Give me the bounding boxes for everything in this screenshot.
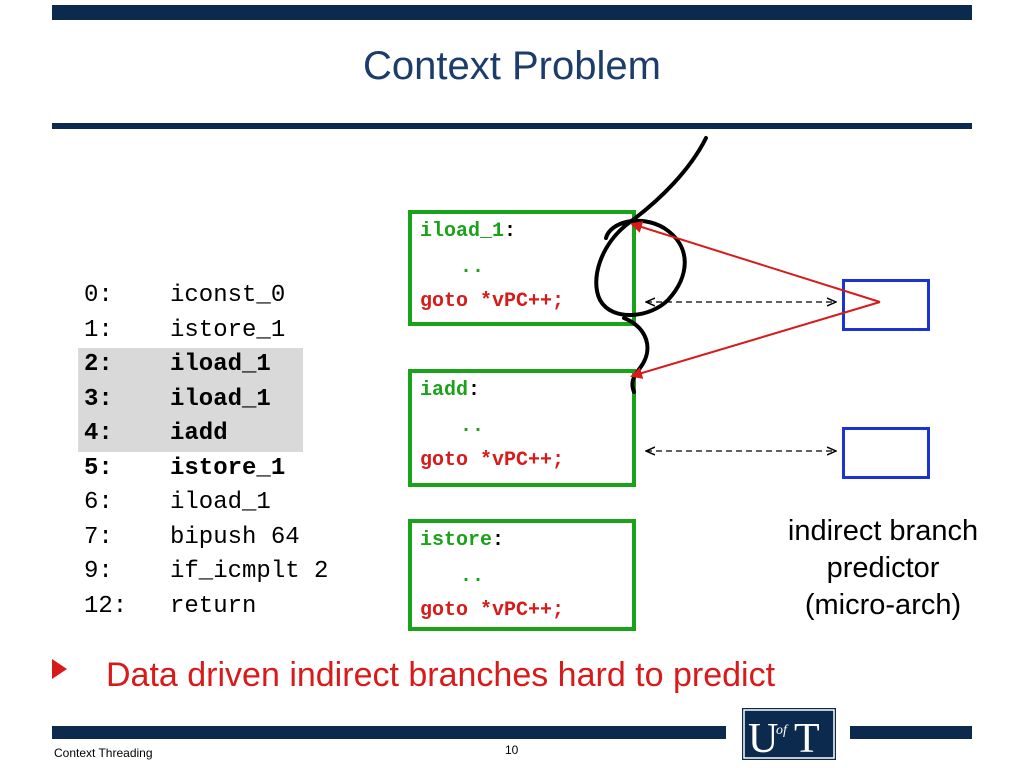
bytecode-row: 7: bipush 64 [78, 521, 378, 556]
body-ellipsis: .. [460, 565, 485, 588]
bytecode-row: 6: iload_1 [78, 486, 378, 521]
uoft-logo: U of T [742, 708, 836, 762]
bytecode-index: 4: [84, 420, 113, 447]
bytecode-index: 0: [84, 282, 113, 309]
bytecode-row-highlighted: 4: iadd [78, 417, 303, 452]
top-header-bar [52, 5, 972, 20]
bytecode-row: 0: iconst_0 [78, 279, 378, 314]
logo-letter-u: U [748, 716, 778, 760]
uoft-logo-mark: U of T [743, 709, 835, 762]
bytecode-index: 9: [84, 558, 113, 585]
bytecode-index: 5: [84, 454, 113, 482]
bytecode-op: iload_1 [170, 351, 271, 378]
iadd-body-box: iadd: .. goto *vPC++; [408, 369, 636, 487]
bytecode-op: iload_1 [170, 385, 271, 413]
body-goto: goto *vPC++; [420, 290, 565, 313]
title-underline-bar [52, 123, 972, 129]
bytecode-index: 7: [84, 523, 113, 551]
predictor-entry-bottom [842, 427, 930, 479]
body-label: iload_1 [420, 220, 505, 243]
bytecode-row: 12: return [78, 590, 378, 625]
body-colon: : [504, 220, 517, 243]
logo-of: of [776, 723, 789, 738]
control-flow-curve [594, 136, 708, 317]
bytecode-row-highlighted: 3: iload_1 [78, 382, 303, 417]
logo-letter-t: T [794, 716, 820, 760]
page-number: 10 [505, 743, 519, 757]
bytecode-listing: 0: iconst_0 1: istore_1 2: iload_1 3: iload_… [78, 279, 378, 624]
bytecode-index: 1: [84, 316, 113, 344]
footer-bar-right [850, 726, 972, 739]
bytecode-op: iconst_0 [170, 282, 286, 309]
bytecode-row: 5: istore_1 [78, 452, 378, 487]
bytecode-index: 3: [84, 385, 113, 413]
footer-bar-left [52, 726, 726, 739]
body-goto: goto *vPC++; [420, 449, 565, 472]
bytecode-op: istore_1 [170, 316, 286, 344]
body-label: istore [420, 529, 493, 552]
bytecode-op: iload_1 [170, 489, 271, 516]
bytecode-op: iadd [170, 420, 228, 447]
bytecode-op: return [170, 592, 257, 620]
bytecode-row: 9: if_icmplt 2 [78, 555, 378, 590]
istore-body-box: istore: .. goto *vPC++; [408, 519, 636, 631]
caption-line: indirect branch [787, 515, 979, 547]
bytecode-op: istore_1 [170, 454, 286, 482]
predictor-entry-top [842, 279, 930, 331]
slide-title: Context Problem [363, 44, 661, 88]
bytecode-index: 12: [84, 592, 128, 620]
bytecode-index: 6: [84, 489, 113, 516]
bullet-point: Data driven indirect branches hard to pr… [106, 656, 776, 694]
body-label: iadd [420, 379, 469, 402]
body-goto: goto *vPC++; [420, 599, 565, 622]
footer-course-name: Context Threading [54, 746, 153, 760]
body-ellipsis: .. [460, 256, 485, 279]
body-colon: : [492, 529, 505, 552]
red-arrow-to-iadd [630, 301, 881, 379]
bytecode-op: bipush 64 [170, 523, 300, 551]
caption-line: (micro-arch) [804, 589, 962, 621]
bullet-triangle-icon [52, 659, 67, 679]
caption-line: predictor [826, 552, 940, 584]
bytecode-op: if_icmplt 2 [170, 558, 329, 585]
predictor-caption: indirect branch predictor (micro-arch) [756, 513, 1010, 624]
bytecode-row: 1: istore_1 [78, 314, 378, 349]
body-ellipsis: .. [460, 415, 485, 438]
red-arrow-to-iload [630, 221, 881, 303]
control-flow-curve-lower [622, 316, 650, 394]
body-colon: : [468, 379, 481, 402]
bytecode-row-highlighted: 2: iload_1 [78, 348, 303, 383]
bytecode-index: 2: [84, 351, 113, 378]
